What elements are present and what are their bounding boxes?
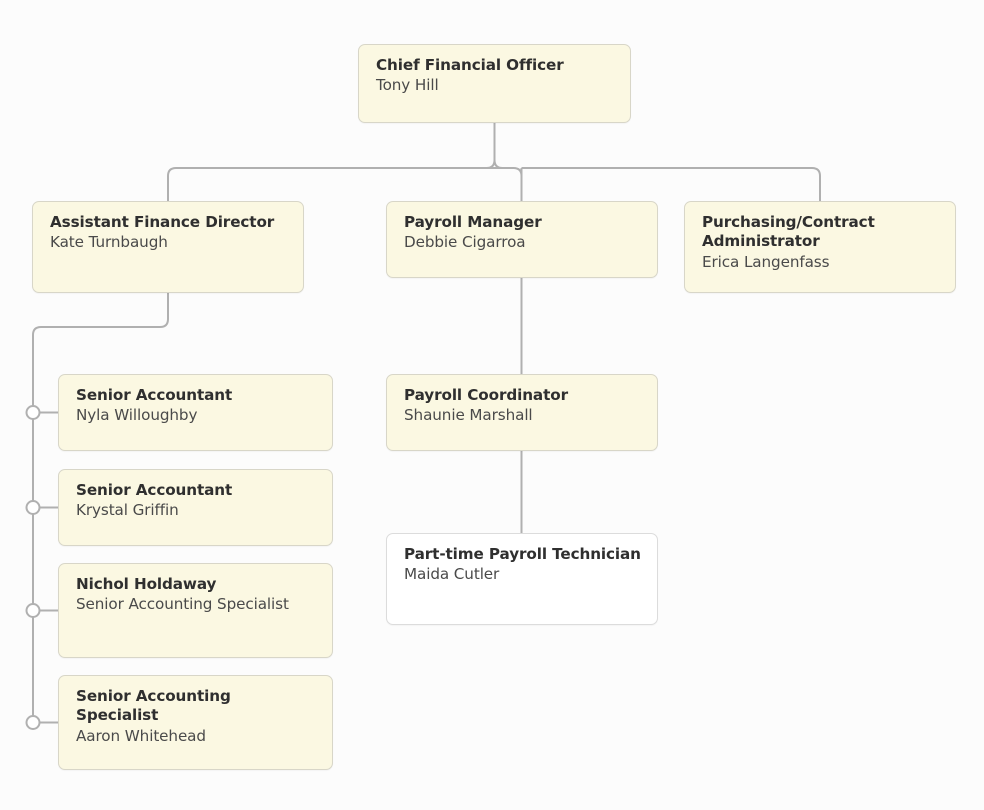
node-title: Chief Financial Officer (376, 56, 564, 74)
node-purchasing-contract-administrator[interactable]: Purchasing/Contract Administrator Erica … (684, 201, 956, 293)
node-part-time-payroll-technician[interactable]: Part-time Payroll Technician Maida Cutle… (386, 533, 658, 625)
node-title: Assistant Finance Director (50, 213, 275, 231)
node-name: Nyla Willoughby (76, 406, 198, 425)
connector-node-senior-accounting-specialist-aaron (25, 715, 41, 730)
node-nichol-holdaway[interactable]: Nichol Holdaway Senior Accounting Specia… (58, 563, 333, 658)
connector-cfo-to-purchasing-contract-administrator (521, 167, 821, 201)
node-title: Part-time Payroll Technician (404, 545, 641, 563)
node-name: Senior Accounting Specialist (76, 595, 289, 614)
connector-node-senior-accountant-krystal (25, 500, 41, 515)
node-title: Senior Accountant (76, 386, 233, 404)
node-name: Shaunie Marshall (404, 406, 533, 425)
node-senior-accounting-specialist-aaron[interactable]: Senior Accounting Specialist Aaron White… (58, 675, 333, 770)
node-cfo[interactable]: Chief Financial Officer Tony Hill (358, 44, 631, 123)
connector-node-nichol-holdaway (25, 603, 41, 618)
node-name: Kate Turnbaugh (50, 233, 168, 252)
node-name: Maida Cutler (404, 565, 500, 584)
node-name: Krystal Griffin (76, 501, 179, 520)
node-name: Tony Hill (376, 76, 439, 95)
connector-cfo-to-assistant-finance-director (167, 167, 495, 201)
node-title: Payroll Coordinator (404, 386, 568, 404)
node-senior-accountant-nyla[interactable]: Senior Accountant Nyla Willoughby (58, 374, 333, 451)
node-payroll-coordinator[interactable]: Payroll Coordinator Shaunie Marshall (386, 374, 658, 451)
node-title: Purchasing/Contract Administrator (702, 213, 875, 251)
node-title: Payroll Manager (404, 213, 542, 231)
connector-cfo-stem-left (486, 159, 496, 169)
node-name: Erica Langenfass (702, 252, 830, 271)
node-senior-accountant-krystal[interactable]: Senior Accountant Krystal Griffin (58, 469, 333, 546)
connector-bus-middle-elbow (494, 167, 523, 177)
node-title: Nichol Holdaway (76, 575, 217, 593)
node-title: Senior Accounting Specialist (76, 687, 231, 725)
node-name: Debbie Cigarroa (404, 233, 526, 252)
connector-node-senior-accountant-nyla (25, 405, 41, 420)
node-name: Aaron Whitehead (76, 726, 206, 745)
node-payroll-manager[interactable]: Payroll Manager Debbie Cigarroa (386, 201, 658, 278)
connector-cfo-stem (493, 123, 503, 169)
node-title: Senior Accountant (76, 481, 233, 499)
node-assistant-finance-director[interactable]: Assistant Finance Director Kate Turnbaug… (32, 201, 304, 293)
